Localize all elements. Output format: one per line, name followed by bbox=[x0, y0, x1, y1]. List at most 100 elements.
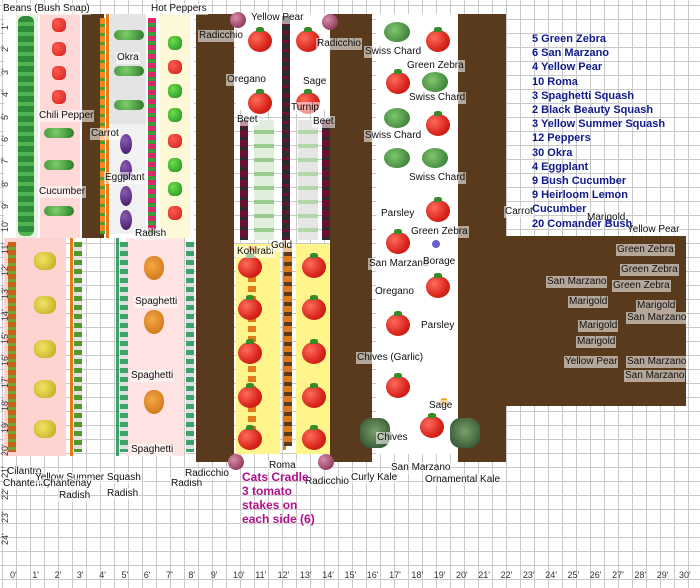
right-bed-label: Marigold bbox=[576, 336, 617, 348]
label-radish-3: Radish bbox=[106, 488, 140, 500]
label-spaghetti-3: Spaghetti bbox=[130, 444, 175, 456]
ruler-tick: 21' bbox=[0, 466, 10, 478]
legend-item: 9 Heirloom Lemon bbox=[532, 189, 628, 202]
label-san-marzano-1: San Marzano bbox=[368, 258, 430, 270]
tomato-icon bbox=[238, 295, 262, 320]
tomato-icon bbox=[238, 339, 262, 364]
tomato-row-stem bbox=[284, 246, 292, 446]
ruler-tick: 1' bbox=[0, 23, 10, 30]
tomato-icon bbox=[238, 253, 262, 278]
ruler-tick: 16' bbox=[366, 570, 379, 580]
label-radicchio-4: Radicchio bbox=[304, 476, 350, 488]
spaghetti-squash-icon bbox=[144, 310, 164, 334]
label-carrot-2: Carrot bbox=[504, 206, 534, 218]
ruler-tick: 24' bbox=[545, 570, 557, 580]
legend-item: 20 Comander Bush bbox=[532, 217, 633, 230]
tomato-icon bbox=[386, 229, 410, 254]
label-radish-4: Radish bbox=[170, 478, 204, 490]
hot-pepper-icon bbox=[168, 84, 182, 98]
label-carrot-1: Carrot bbox=[90, 128, 120, 140]
legend-item: 3 Yellow Summer Squash bbox=[532, 118, 666, 131]
radicchio-icon bbox=[318, 454, 334, 470]
label-yellow-pear-right: Yellow Pear bbox=[626, 224, 681, 236]
ruler-tick: 19' bbox=[433, 570, 446, 580]
label-chantenay-2: Chantenay bbox=[42, 478, 93, 490]
label-swiss-chard-2: Swiss Chard bbox=[408, 92, 467, 104]
legend-item: 2 Black Beauty Squash bbox=[532, 104, 654, 116]
chili-pepper-icon bbox=[52, 42, 66, 56]
beet-row-2 bbox=[322, 120, 330, 240]
ruler-tick: 22' bbox=[500, 570, 513, 580]
ruler-tick: 0' bbox=[10, 570, 17, 580]
label-okra: Okra bbox=[116, 52, 140, 64]
tomato-icon bbox=[302, 339, 326, 364]
right-bed-label: Marigold bbox=[578, 320, 619, 332]
ruler-tick: 28' bbox=[634, 570, 647, 580]
ruler-tick: 15' bbox=[344, 570, 357, 580]
label-spaghetti-2: Spaghetti bbox=[130, 370, 175, 382]
hot-pepper-icon bbox=[168, 108, 182, 122]
radicchio-icon bbox=[322, 14, 338, 30]
hot-pepper-icon bbox=[168, 134, 182, 148]
ruler-tick: 21' bbox=[478, 570, 491, 580]
okra-icon bbox=[114, 30, 144, 40]
radish-row bbox=[148, 18, 156, 234]
bean-row bbox=[18, 16, 34, 236]
spaghetti-squash-icon bbox=[144, 390, 164, 414]
hot-pepper-icon bbox=[168, 158, 182, 172]
ruler-tick: 9' bbox=[0, 202, 10, 210]
tomato-icon bbox=[386, 311, 410, 336]
eggplant-icon bbox=[120, 210, 132, 230]
ruler-tick: 4' bbox=[0, 90, 10, 98]
label-beet-1: Beet bbox=[236, 114, 259, 126]
ruler-tick: 5' bbox=[121, 570, 129, 580]
ruler-tick: 8' bbox=[188, 570, 196, 580]
legend-item: 6 San Marzano bbox=[532, 47, 610, 60]
tomato-icon bbox=[302, 425, 326, 450]
right-bed-label: Green Zebra bbox=[616, 244, 675, 256]
bed-soil-strip-c bbox=[330, 14, 372, 462]
hot-pepper-icon bbox=[168, 60, 182, 74]
right-bed-label: San Marzano bbox=[626, 312, 688, 324]
ruler-tick: 12' bbox=[0, 264, 10, 277]
label-chili-pepper: Chili Pepper bbox=[38, 110, 95, 122]
stake-a bbox=[106, 14, 109, 238]
label-curly-kale: Curly Kale bbox=[350, 472, 399, 484]
label-san-marzano-2: San Marzano bbox=[390, 462, 452, 474]
ruler-tick: 3' bbox=[0, 68, 10, 75]
legend-item: 4 Eggplant bbox=[532, 160, 589, 173]
legend-item: 4 Yellow Pear bbox=[532, 61, 603, 74]
label-roma: Roma bbox=[268, 460, 297, 472]
ruler-tick: 23' bbox=[0, 511, 10, 523]
cats-cradle-note: Cats Cradle 3 tomato stakes on each side… bbox=[242, 470, 315, 526]
hot-pepper-icon bbox=[168, 36, 182, 50]
label-kohlrabi: Kohlrabi bbox=[236, 246, 275, 258]
okra-icon bbox=[114, 66, 144, 76]
ruler-tick: 17' bbox=[0, 376, 10, 389]
ruler-tick: 23' bbox=[522, 570, 535, 580]
label-oregano-1: Oregano bbox=[226, 74, 267, 86]
label-beans: Beans (Bush Snap) bbox=[2, 3, 91, 15]
label-sage-2: Sage bbox=[428, 400, 454, 412]
bed-soil-strip-b bbox=[196, 14, 234, 462]
ruler-tick: 29' bbox=[656, 570, 669, 580]
tomato-icon bbox=[426, 197, 450, 222]
label-green-zebra-1: Green Zebra bbox=[406, 60, 465, 72]
cucumber-icon bbox=[44, 128, 74, 138]
ruler-tick: 20' bbox=[456, 570, 468, 580]
cucumber-icon bbox=[44, 160, 74, 170]
ruler-tick: 4' bbox=[99, 570, 106, 580]
tomato-icon bbox=[426, 273, 450, 298]
tomato-icon bbox=[386, 373, 410, 398]
beet-row bbox=[240, 120, 248, 240]
bed-soil-strip-a bbox=[82, 14, 104, 238]
tomato-icon bbox=[238, 425, 262, 450]
turnip-row bbox=[298, 120, 318, 240]
ruler-tick: 7' bbox=[166, 570, 173, 580]
hot-pepper-icon bbox=[168, 182, 182, 196]
cats-cradle-line: Cats Cradle bbox=[242, 470, 309, 484]
ruler-tick: 2' bbox=[54, 570, 62, 580]
label-borage: Borage bbox=[422, 256, 457, 268]
label-radicchio-3: Radicchio bbox=[184, 468, 230, 480]
swiss-chard-icon bbox=[384, 22, 410, 42]
